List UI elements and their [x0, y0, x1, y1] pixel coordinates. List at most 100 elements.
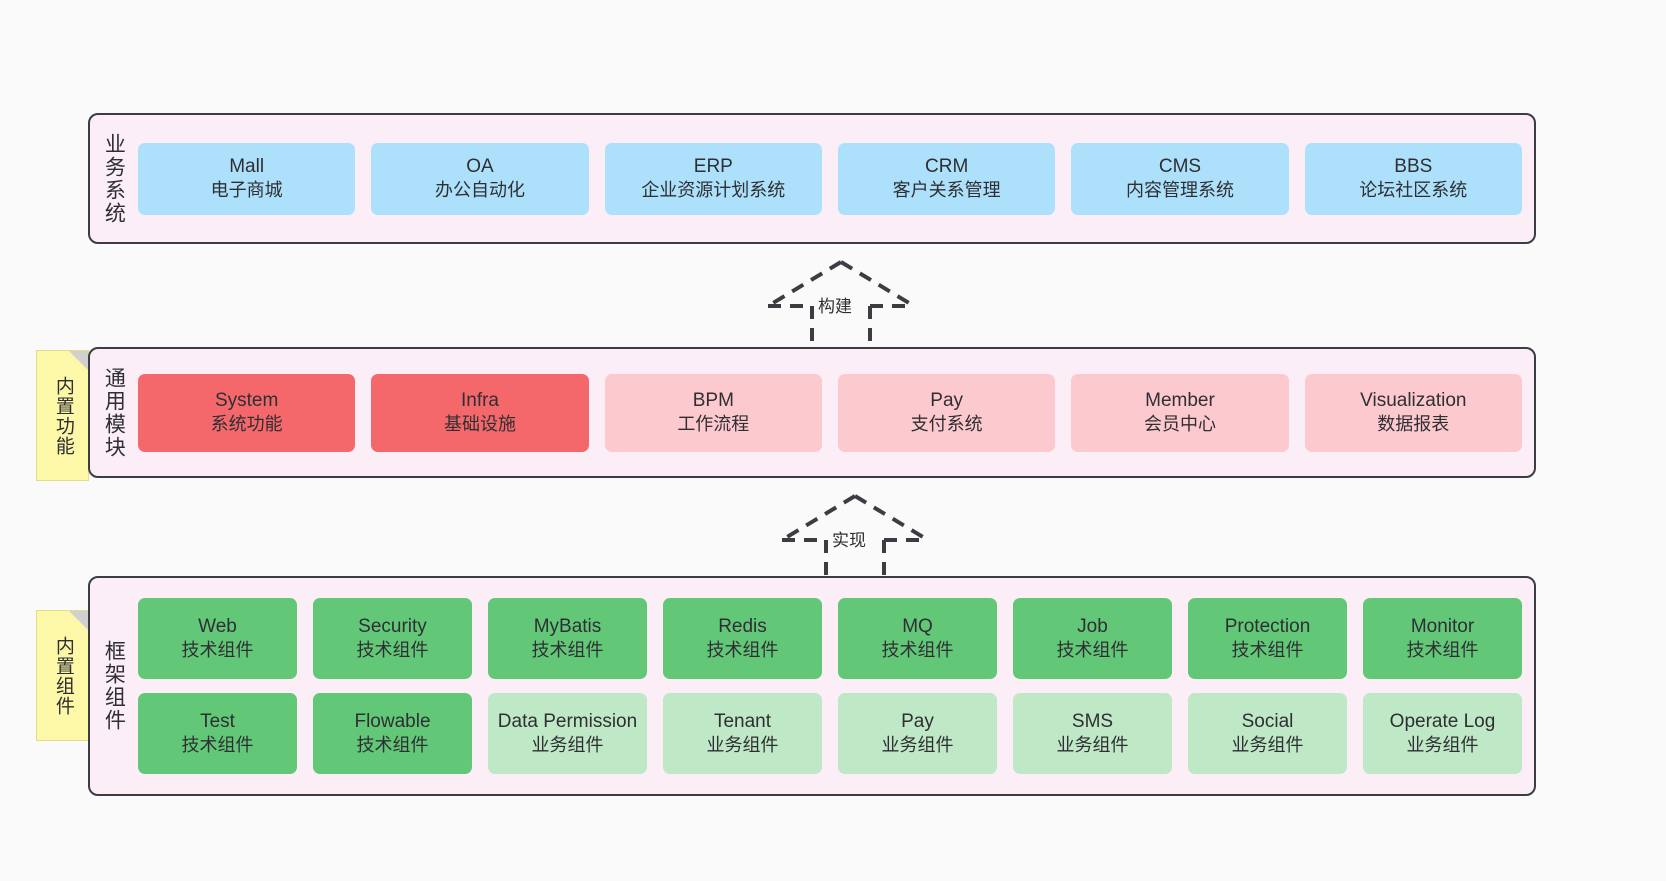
card-title: ERP: [693, 156, 733, 178]
card-title: Member: [1145, 390, 1215, 412]
note-builtin-function: 内置功能: [36, 350, 89, 481]
arrow-head-right-edge: [853, 494, 930, 542]
card-subtitle: 电子商城: [210, 180, 283, 201]
card-flowable[interactable]: Flowable 技术组件: [313, 693, 472, 774]
card-subtitle: 业务组件: [881, 735, 954, 756]
layer-framework-component: 框架组件 Web 技术组件 Security 技术组件 MyBatis 技术组件…: [88, 576, 1536, 796]
card-subtitle: 办公自动化: [434, 180, 525, 201]
card-monitor[interactable]: Monitor 技术组件: [1363, 598, 1522, 679]
card-bpm[interactable]: BPM 工作流程: [604, 373, 822, 452]
card-subtitle: 基础设施: [443, 414, 516, 435]
card-subtitle: 业务组件: [531, 735, 604, 756]
note-label: 内置功能: [52, 375, 74, 456]
card-title: Pay: [901, 711, 934, 733]
card-subtitle: 会员中心: [1143, 414, 1216, 435]
card-row: Test 技术组件 Flowable 技术组件 Data Permission …: [138, 693, 1522, 774]
card-cms[interactable]: CMS 内容管理系统: [1071, 142, 1289, 215]
arrow-head-left-edge: [780, 494, 857, 542]
card-subtitle: 系统功能: [210, 414, 283, 435]
card-erp[interactable]: ERP 企业资源计划系统: [604, 142, 822, 215]
card-subtitle: 技术组件: [1406, 640, 1479, 661]
card-web[interactable]: Web 技术组件: [138, 598, 297, 679]
card-sms[interactable]: SMS 业务组件: [1013, 693, 1172, 774]
note-fold-icon: [69, 351, 88, 370]
card-oa[interactable]: OA 办公自动化: [371, 142, 589, 215]
card-title: CMS: [1158, 156, 1202, 178]
arrow-head-right-edge: [839, 260, 916, 308]
layer-body-framework-component: Web 技术组件 Security 技术组件 MyBatis 技术组件 Redi…: [136, 578, 1534, 794]
card-crm[interactable]: CRM 客户关系管理: [837, 142, 1056, 215]
card-data-permission[interactable]: Data Permission 业务组件: [488, 693, 647, 774]
card-title: Web: [198, 616, 237, 638]
card-subtitle: 技术组件: [1231, 640, 1304, 661]
card-row: System 系统功能 Infra 基础设施 BPM 工作流程 Pay 支付系统…: [138, 373, 1522, 452]
card-visualization[interactable]: Visualization 数据报表: [1304, 373, 1522, 452]
card-subtitle: 技术组件: [181, 735, 254, 756]
card-row: Mall 电子商城 OA 办公自动化 ERP 企业资源计划系统 CRM 客户关系…: [138, 142, 1522, 215]
card-row: Web 技术组件 Security 技术组件 MyBatis 技术组件 Redi…: [138, 598, 1522, 679]
card-title: Data Permission: [497, 711, 638, 733]
card-title: BBS: [1394, 156, 1433, 178]
card-subtitle: 技术组件: [1056, 640, 1129, 661]
card-pay-module[interactable]: Pay 支付系统: [837, 373, 1056, 452]
card-subtitle: 技术组件: [881, 640, 954, 661]
card-subtitle: 企业资源计划系统: [641, 180, 786, 201]
card-infra[interactable]: Infra 基础设施: [371, 373, 589, 452]
card-title: OA: [466, 156, 494, 178]
card-subtitle: 技术组件: [531, 640, 604, 661]
connector-label-implement: 实现: [832, 531, 866, 550]
card-subtitle: 论坛社区系统: [1359, 180, 1468, 201]
card-title: BPM: [692, 390, 734, 412]
connector-build: 构建: [756, 258, 926, 354]
card-title: Tenant: [713, 711, 772, 733]
card-job[interactable]: Job 技术组件: [1013, 598, 1172, 679]
card-subtitle: 技术组件: [356, 735, 429, 756]
layer-title-framework-component: 框架组件: [102, 640, 126, 732]
card-subtitle: 业务组件: [706, 735, 779, 756]
card-subtitle: 客户关系管理: [892, 180, 1001, 201]
card-system[interactable]: System 系统功能: [138, 373, 356, 452]
card-title: Job: [1077, 616, 1108, 638]
layer-business-system: 业务系统 Mall 电子商城 OA 办公自动化 ERP 企业资源计划系统 CRM…: [88, 113, 1536, 244]
card-subtitle: 业务组件: [1056, 735, 1129, 756]
card-protection[interactable]: Protection 技术组件: [1188, 598, 1347, 679]
card-title: SMS: [1071, 711, 1114, 733]
card-subtitle: 内容管理系统: [1125, 180, 1234, 201]
card-title: Flowable: [354, 711, 431, 733]
card-title: Protection: [1224, 616, 1311, 638]
layer-title-business-system: 业务系统: [102, 132, 126, 225]
card-redis[interactable]: Redis 技术组件: [663, 598, 822, 679]
card-pay-component[interactable]: Pay 业务组件: [838, 693, 997, 774]
note-label: 内置组件: [52, 635, 74, 716]
card-test[interactable]: Test 技术组件: [138, 693, 297, 774]
card-mall[interactable]: Mall 电子商城: [138, 142, 356, 215]
card-tenant[interactable]: Tenant 业务组件: [663, 693, 822, 774]
layer-body-business-system: Mall 电子商城 OA 办公自动化 ERP 企业资源计划系统 CRM 客户关系…: [136, 115, 1534, 242]
note-builtin-component: 内置组件: [36, 610, 89, 741]
card-bbs[interactable]: BBS 论坛社区系统: [1304, 142, 1522, 215]
arrow-head-left-edge: [766, 260, 843, 308]
card-title: Mall: [229, 156, 265, 178]
card-title: Redis: [718, 616, 767, 638]
card-operate-log[interactable]: Operate Log 业务组件: [1363, 693, 1522, 774]
card-title: Monitor: [1410, 616, 1475, 638]
layer-title-common-module: 通用模块: [102, 366, 126, 459]
connector-label-build: 构建: [818, 297, 852, 316]
card-title: Infra: [460, 390, 499, 412]
card-member[interactable]: Member 会员中心: [1071, 373, 1289, 452]
card-title: Visualization: [1360, 390, 1467, 412]
card-subtitle: 技术组件: [181, 640, 254, 661]
card-title: MyBatis: [533, 616, 602, 638]
card-subtitle: 数据报表: [1377, 414, 1450, 435]
card-mq[interactable]: MQ 技术组件: [838, 598, 997, 679]
card-mybatis[interactable]: MyBatis 技术组件: [488, 598, 647, 679]
card-security[interactable]: Security 技术组件: [313, 598, 472, 679]
connector-implement: 实现: [770, 492, 940, 588]
card-social[interactable]: Social 业务组件: [1188, 693, 1347, 774]
card-title: MQ: [902, 616, 933, 638]
note-fold-icon: [69, 611, 88, 630]
card-subtitle: 业务组件: [1231, 735, 1304, 756]
layer-body-common-module: System 系统功能 Infra 基础设施 BPM 工作流程 Pay 支付系统…: [136, 349, 1534, 476]
card-title: Test: [200, 711, 235, 733]
